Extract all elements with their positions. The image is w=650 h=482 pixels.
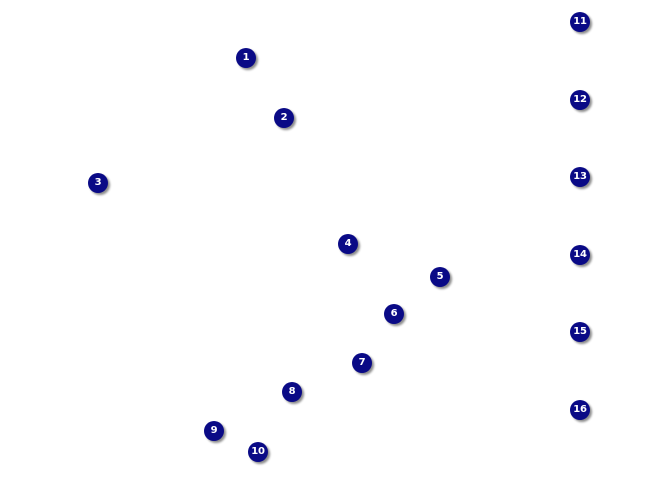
marker-8[interactable]: 8 <box>282 382 302 402</box>
marker-label: 11 <box>573 16 587 27</box>
marker-label: 2 <box>280 112 288 123</box>
marker-label: 9 <box>210 425 218 436</box>
marker-9[interactable]: 9 <box>204 421 224 441</box>
marker-10[interactable]: 10 <box>248 442 268 462</box>
marker-5[interactable]: 5 <box>430 267 450 287</box>
marker-11[interactable]: 11 <box>570 12 590 32</box>
marker-label: 15 <box>573 326 587 337</box>
marker-label: 4 <box>344 238 352 249</box>
marker-label: 10 <box>251 446 265 457</box>
marker-label: 16 <box>573 404 587 415</box>
marker-12[interactable]: 12 <box>570 90 590 110</box>
marker-4[interactable]: 4 <box>338 234 358 254</box>
marker-label: 8 <box>288 386 296 397</box>
marker-label: 14 <box>573 249 587 260</box>
marker-3[interactable]: 3 <box>88 173 108 193</box>
marker-16[interactable]: 16 <box>570 400 590 420</box>
marker-label: 12 <box>573 94 587 105</box>
marker-13[interactable]: 13 <box>570 167 590 187</box>
marker-1[interactable]: 1 <box>236 48 256 68</box>
marker-label: 7 <box>358 357 366 368</box>
marker-label: 6 <box>390 308 398 319</box>
marker-2[interactable]: 2 <box>274 108 294 128</box>
marker-6[interactable]: 6 <box>384 304 404 324</box>
marker-label: 5 <box>436 271 444 282</box>
marker-14[interactable]: 14 <box>570 245 590 265</box>
marker-15[interactable]: 15 <box>570 322 590 342</box>
marker-7[interactable]: 7 <box>352 353 372 373</box>
marker-label: 3 <box>94 177 102 188</box>
marker-label: 1 <box>242 52 250 63</box>
marker-label: 13 <box>573 171 587 182</box>
